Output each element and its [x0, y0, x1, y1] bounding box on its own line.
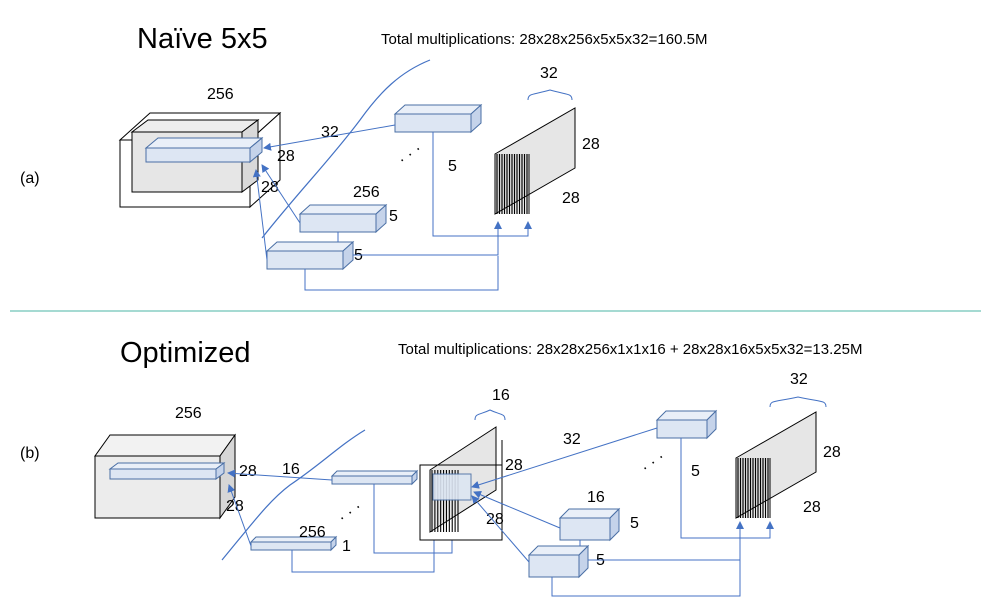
panel-b-connectors-right: [471, 427, 774, 597]
panel-a-output-stack: [494, 107, 576, 215]
panel-b-title: Optimized: [120, 337, 251, 369]
panel-b-filter-mid: [558, 507, 621, 542]
panel-a-filter-mid: [298, 203, 388, 234]
panel-b-connectors-left: [227, 469, 456, 573]
panel-a-output-width: 28: [562, 190, 580, 207]
panel-b-output-stack: [735, 411, 817, 519]
panel-b-input-height: 28: [239, 463, 257, 480]
panel-a-ellipsis: · · ·: [395, 140, 425, 168]
panel-a-formula: Total multiplications: 28x28x256x5x5x32=…: [381, 31, 707, 48]
panel-b-filter-bottom: [527, 544, 590, 579]
panel-b-mid-width: 28: [486, 511, 504, 528]
panel-b-input-width: 28: [226, 498, 244, 515]
panel-b-input-depth: 256: [175, 405, 202, 422]
panel-b: Optimized Total multiplications: 28x28x2…: [20, 337, 862, 597]
panel-a-output-height: 28: [582, 136, 600, 153]
panel-a-filter-top: [393, 103, 483, 134]
panel-a: Naïve 5x5 Total multiplications: 28x28x2…: [20, 23, 707, 291]
panel-b-output-depth: 32: [790, 371, 808, 388]
panel-a-output-brace: [527, 89, 573, 101]
panel-b-reduce-depth: 256: [299, 524, 326, 541]
panel-b-filter-size-mid: 5: [630, 515, 639, 532]
panel-a-filter-size-mid: 5: [389, 208, 398, 225]
panel-b-reduce-top: [330, 469, 419, 486]
panel-b-input-volume: [94, 433, 236, 520]
panel-b-mid-depth: 16: [492, 387, 510, 404]
panel-a-connectors: [252, 124, 532, 291]
panel-a-input-depth: 256: [207, 86, 234, 103]
panel-b-filter-ellipsis: · · ·: [638, 448, 668, 476]
panel-b-bracket-curve: [221, 429, 366, 561]
panel-a-output-depth: 32: [540, 65, 558, 82]
panel-b-output-brace: [769, 396, 827, 408]
panel-b-filter-top: [655, 409, 718, 440]
panel-b-mid-brace: [474, 409, 506, 421]
panel-b-label: (b): [20, 445, 40, 462]
panel-b-filter-depth: 16: [587, 489, 605, 506]
panel-a-filter-size-top: 5: [448, 158, 457, 175]
panel-b-formula: Total multiplications: 28x28x256x1x1x16 …: [398, 341, 862, 358]
panel-b-filter-count: 32: [563, 431, 581, 448]
panel-a-filter-count: 32: [321, 124, 339, 141]
panel-b-mid-height: 28: [505, 457, 523, 474]
panel-a-filter-bottom: [265, 240, 355, 271]
panel-b-output-width: 28: [803, 499, 821, 516]
panel-b-output-height: 28: [823, 444, 841, 461]
panel-a-title: Naïve 5x5: [137, 23, 268, 55]
panel-b-reduce-count: 16: [282, 461, 300, 478]
panel-a-input-height: 28: [277, 148, 295, 165]
panel-b-filter-size-top: 5: [691, 463, 700, 480]
panel-a-bracket-curve: [261, 59, 431, 239]
panel-a-input-volume: [118, 111, 282, 209]
panel-b-mid-stack: [419, 426, 503, 541]
panel-b-reduce-ellipsis: · · ·: [335, 498, 365, 526]
panel-a-label: (a): [20, 170, 40, 187]
panel-a-filter-depth: 256: [353, 184, 380, 201]
panel-b-reduce-size: 1: [342, 538, 351, 555]
